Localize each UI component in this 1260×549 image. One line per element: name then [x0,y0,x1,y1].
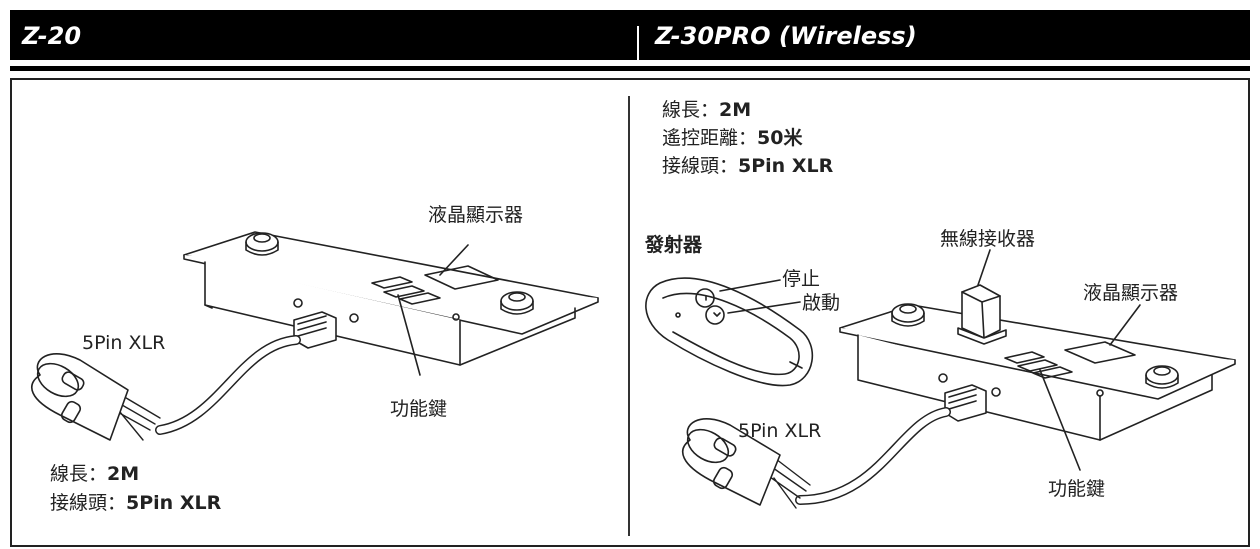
z20-func-label: 功能鍵 [390,398,448,420]
z30-stop-label: 停止 [782,268,821,290]
z30-spec-cable-key: 線長： [662,99,720,121]
z20-lcd-leader [439,244,469,276]
z20-spec-cable: 線長：2M [50,463,139,485]
z20-cable [31,335,301,441]
z30-start-leader [727,301,801,314]
z30-spec-connector: 接線頭：5Pin XLR [662,155,833,177]
z30-stop-leader [719,279,781,292]
header-rule [10,66,1250,71]
z20-xlr-label: 5Pin XLR [82,332,166,354]
panel-divider [628,96,630,536]
z20-spec-connector: 接線頭：5Pin XLR [50,492,221,514]
z30-receiver-label: 無線接收器 [940,228,1036,250]
z30-xlr-label: 5Pin XLR [738,420,822,442]
z30-lcd-label: 液晶顯示器 [1083,282,1179,304]
z30-spec-cable-value: 2M [719,99,752,121]
z30-receiver-leader [977,249,991,286]
z20-func-leader [397,294,421,376]
z30-func-leader [1039,369,1081,471]
z30-spec-range-key: 遙控距離： [662,127,758,149]
z20-spec-connector-key: 接線頭： [50,492,127,514]
z30-spec-range-value: 50米 [757,127,803,149]
z20-title: Z-20 [22,22,82,50]
z30-controller-box [839,284,1236,441]
z30-spec-connector-value: 5Pin XLR [738,155,834,177]
z30-func-label: 功能鍵 [1048,478,1106,500]
z30-spec-connector-key: 接線頭： [662,155,739,177]
z30-remote-transmitter [645,277,814,387]
z20-spec-cable-key: 線長： [50,463,108,485]
z30-transmitter-label: 發射器 [645,234,703,256]
header-bar: Z-20 Z-30PRO (Wireless) [10,10,1250,66]
z30-lcd-leader [1109,304,1141,346]
header-separator [637,26,639,66]
z30-spec-cable: 線長：2M [662,99,751,121]
z30pro-title: Z-30PRO (Wireless) [655,22,917,50]
z20-spec-connector-value: 5Pin XLR [126,492,222,514]
diagram-panel [10,78,1250,547]
z30-cable [681,407,951,509]
z20-lcd-label: 液晶顯示器 [428,204,524,226]
z20-controller-box [183,231,599,366]
z30-spec-range: 遙控距離：50米 [662,127,802,149]
z20-spec-cable-value: 2M [107,463,140,485]
z30-start-label: 啟動 [802,292,841,314]
